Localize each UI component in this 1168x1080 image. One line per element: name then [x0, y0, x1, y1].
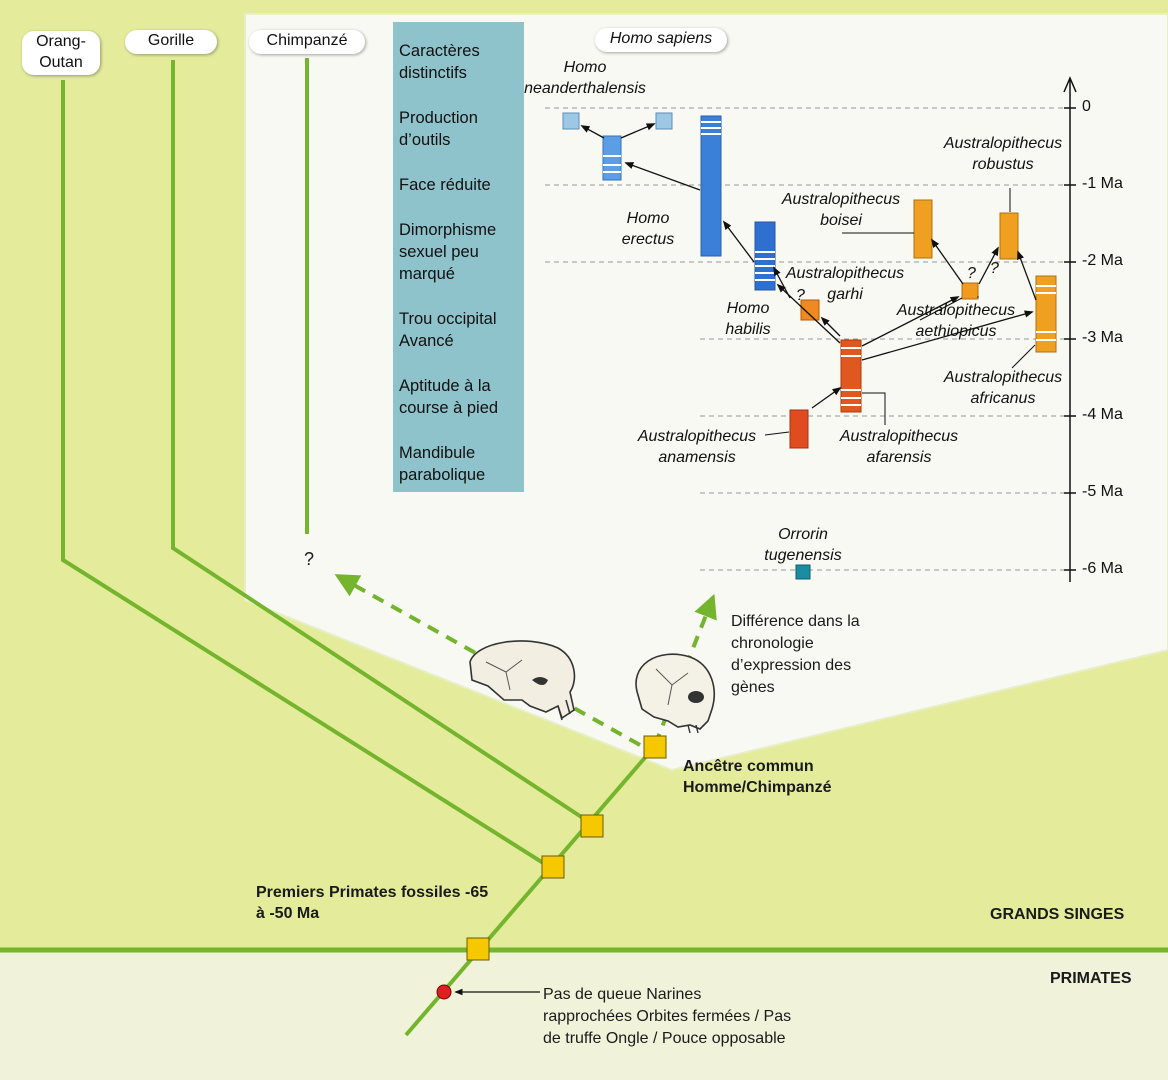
- great-apes-group-label: GRANDS SINGES: [990, 906, 1125, 923]
- gene-expression-note: Différence dans la chronologie d’express…: [731, 613, 860, 696]
- aethiopicus-label: Australopithecus aethiopicus: [896, 302, 1016, 340]
- anamensis-label: Australopithecus anamensis: [637, 428, 757, 466]
- tick-6ma: -6 Ma: [1082, 560, 1123, 577]
- habilis-label: Homo habilis: [725, 300, 771, 338]
- tick-0: 0: [1082, 98, 1091, 115]
- garhi-uncertain-mark: ?: [796, 287, 805, 304]
- trait-face: Face réduite: [399, 176, 491, 194]
- human-lineage-arrow: [653, 593, 717, 746]
- primates-zone: [0, 950, 1168, 1080]
- trait-foramen: Trou occipital Avancé: [399, 310, 497, 350]
- trait-tools: Production d’outils: [399, 109, 478, 149]
- orrorin-label: Orrorin tugenensis: [764, 526, 842, 564]
- robust-uncertain-mark-1: ?: [967, 265, 976, 282]
- robustus-label: Australopithecus robustus: [943, 135, 1063, 173]
- node-orang-split: [541, 855, 565, 879]
- tick-3ma: -3 Ma: [1082, 329, 1123, 346]
- trait-running: Aptitude à la course à pied: [399, 377, 499, 417]
- robust-uncertain-mark-2: ?: [990, 260, 999, 277]
- afarensis-label: Australopithecus afarensis: [839, 428, 959, 466]
- phylogenetic-tree: [61, 58, 657, 1037]
- orang-label-line1: Orang-: [36, 33, 86, 50]
- node-common-ancestor: [643, 735, 667, 759]
- homo-sapiens-label: Homo sapiens: [595, 28, 727, 52]
- tick-2ma: -2 Ma: [1082, 252, 1123, 269]
- node-primate-origin: [436, 984, 452, 1000]
- orang-label-line2: Outan: [39, 54, 83, 71]
- relationship-arrows: [580, 123, 1037, 409]
- chimp-question-mark: ?: [304, 549, 315, 569]
- first-primates-label: Premiers Primates fossiles -65 à -50 Ma: [256, 884, 489, 922]
- erectus-label: Homo erectus: [621, 210, 675, 248]
- trait-mandible: Mandibule parabolique: [399, 444, 486, 484]
- chimp-skull-icon: [469, 640, 576, 721]
- human-skull-icon: [635, 653, 715, 734]
- neanderthalensis-label: Homo neanderthalensis: [524, 59, 646, 97]
- species-bars: [562, 112, 1057, 580]
- chimpanze-label: Chimpanzé: [249, 30, 365, 54]
- garhi-label: Australopithecus garhi: [785, 265, 905, 303]
- gorille-label: Gorille: [125, 30, 217, 54]
- trait-distinctive: Caractères distinctifs: [399, 42, 480, 82]
- orang-outan-label: Orang- Outan: [22, 31, 100, 75]
- tick-4ma: -4 Ma: [1082, 406, 1123, 423]
- trait-dimorphism: Dimorphisme sexuel peu marqué: [399, 221, 497, 283]
- time-axis: [545, 76, 1077, 582]
- node-primates: [466, 937, 490, 961]
- africanus-label: Australopithecus africanus: [943, 369, 1063, 407]
- bar-stripes: [603, 121, 1056, 406]
- primates-group-label: PRIMATES: [1050, 970, 1132, 987]
- traits-panel: [393, 22, 524, 492]
- node-gorilla-split: [580, 814, 604, 838]
- tick-1ma: -1 Ma: [1082, 175, 1123, 192]
- boisei-label: Australopithecus boisei: [781, 191, 901, 229]
- primate-traits-list: Pas de queue Narines rapprochées Orbites…: [543, 986, 792, 1047]
- common-ancestor-label: Ancêtre commun Homme/Chimpanzé: [683, 758, 832, 796]
- tick-5ma: -5 Ma: [1082, 483, 1123, 500]
